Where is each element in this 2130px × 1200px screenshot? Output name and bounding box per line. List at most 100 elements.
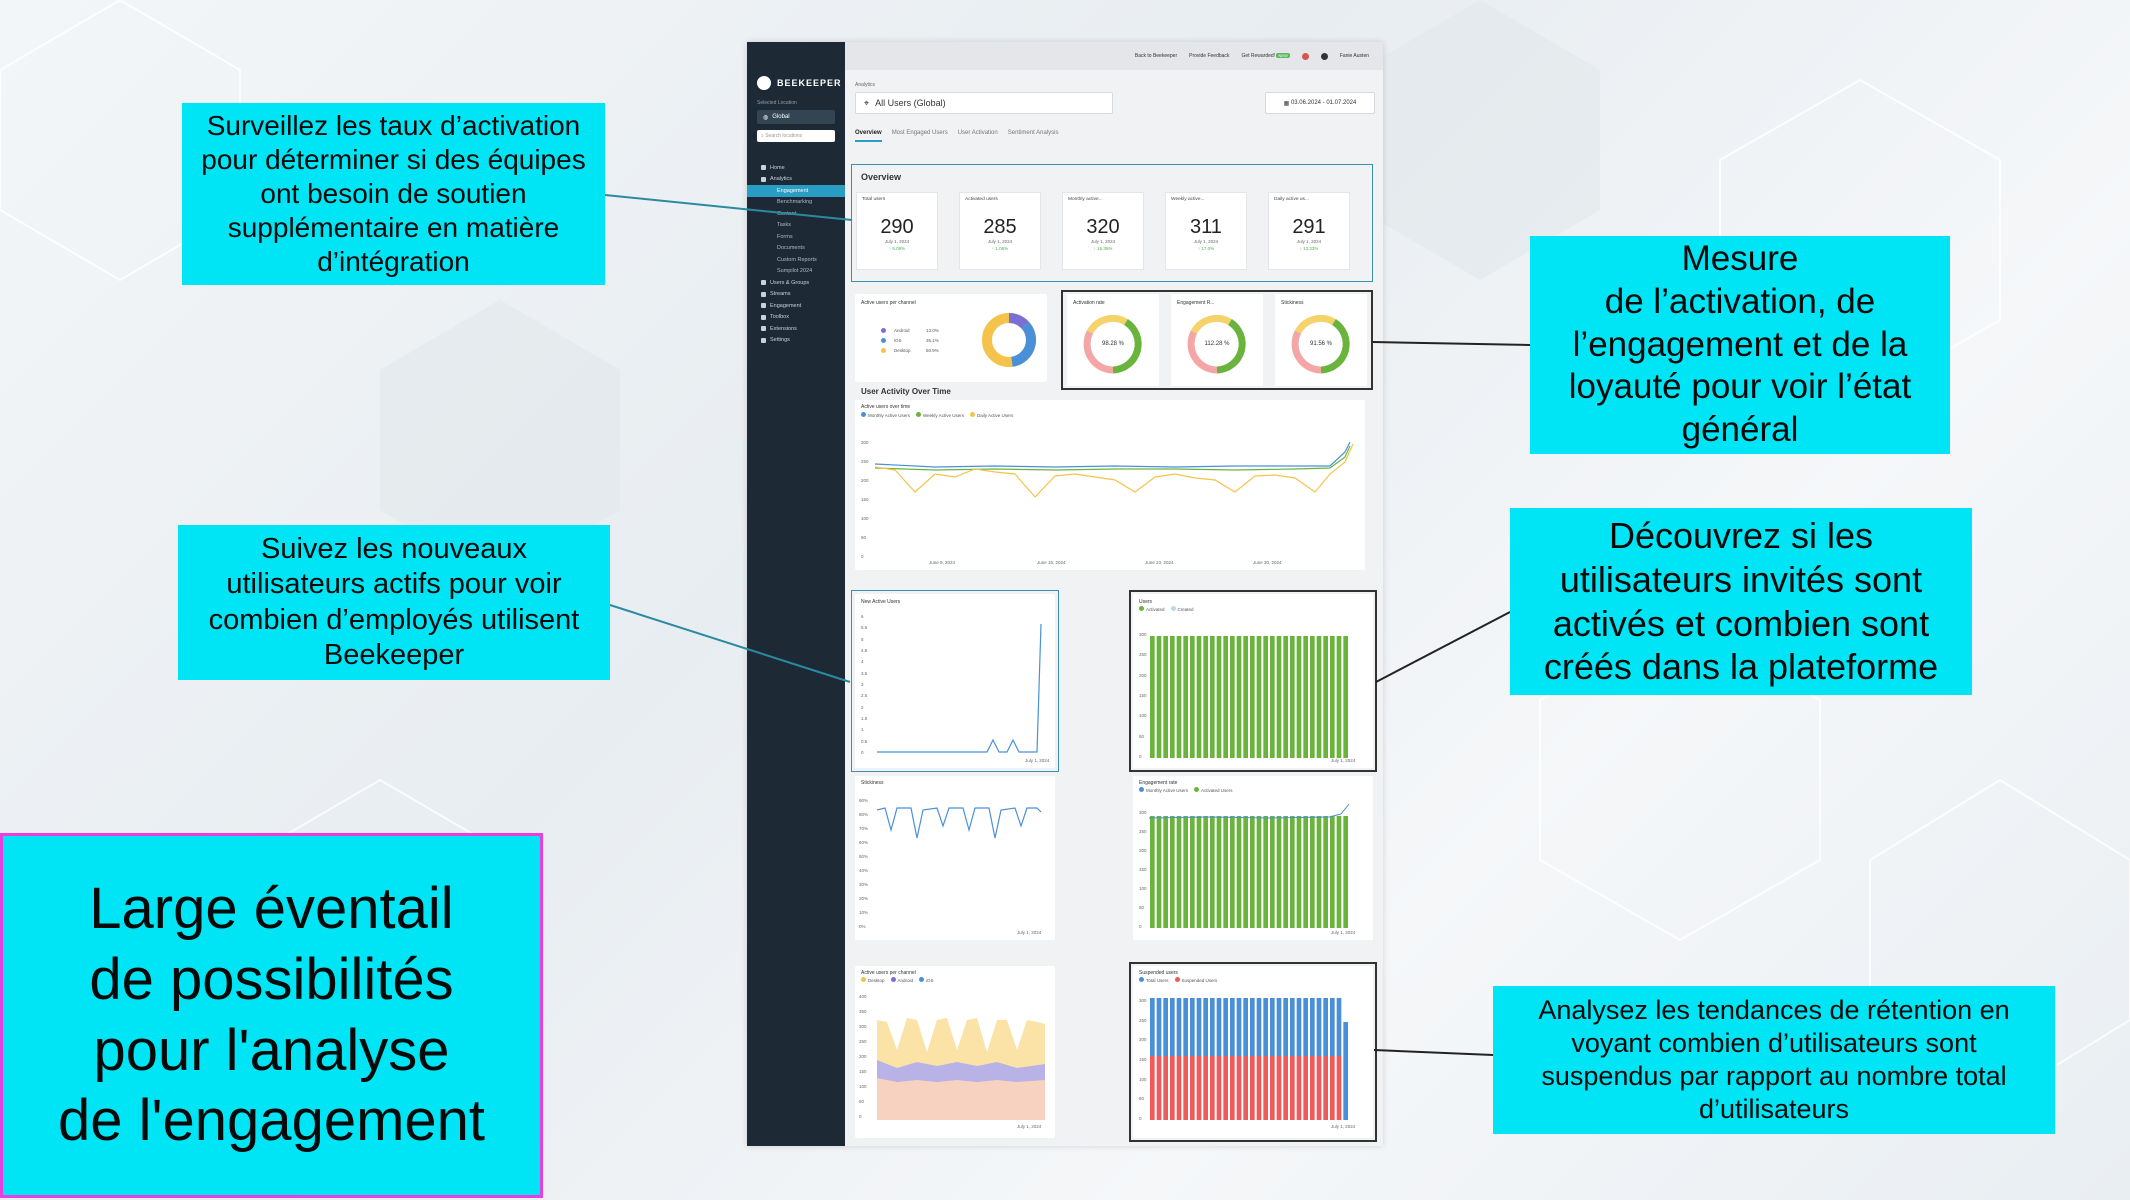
user-filter-select[interactable]: ⌖All Users (Global) [855,92,1113,114]
legend-label: Suspended Users [1181,978,1218,983]
new-active-x-label: July 1, 2024 [1025,758,1050,763]
notification-icon[interactable] [1301,52,1309,60]
sidebar-item-engagement[interactable]: Engagement [747,185,845,197]
total-users-bar [1263,998,1268,1056]
sidebar-item-label: Streams [770,291,791,298]
legend-item: Activated Users [1194,787,1233,793]
suspended-users-bar [1256,1056,1262,1120]
megaphone-icon [761,303,766,309]
date-range-picker[interactable]: ▦ 03.06.2024 - 01.07.2024 [1265,92,1375,114]
suspended-users-bar [1183,1056,1188,1120]
suspended-users-bar [1243,1056,1248,1120]
engagement-bar [1296,816,1302,928]
provide-feedback-link[interactable]: Provide Feedback [1189,53,1230,59]
tab-overview[interactable]: Overview [855,130,882,142]
sidebar-item-toolbox[interactable]: Toolbox [747,312,845,324]
suspended-users-bar [1310,1056,1315,1120]
engagement-bar [1156,816,1162,928]
sidebar-item-settings[interactable]: Settings [747,335,845,347]
sidebar-item-benchmarking[interactable]: Benchmarking [747,197,845,209]
total-users-bar [1170,998,1175,1056]
channel-name: Desktop [894,348,911,353]
donut-segment-android [982,313,1036,367]
user-menu[interactable]: Fanie Austen [1339,53,1369,59]
y-tick: 50 [859,1099,865,1104]
location-selector[interactable]: ◍Global [757,110,835,124]
users-bar [1283,636,1288,758]
y-tick: 250 [1139,652,1147,658]
y-tick: 150 [1139,693,1147,698]
stickiness-panel [855,776,1055,940]
back-to-beekeeper-link[interactable]: Back to Beekeeper [1134,53,1178,59]
total-users-bar [1196,998,1202,1056]
sidebar-item-sumpilot-2024[interactable]: Sumpilot 2024 [747,266,845,278]
y-tick: 0.5 [861,738,868,744]
tab-most-engaged-users[interactable]: Most Engaged Users [891,130,948,136]
sidebar-item-analytics[interactable]: Analytics [747,174,845,186]
location-search-input[interactable]: ⌕ Search locations [757,130,835,142]
x-tick: June 9, 2024 [929,560,956,565]
area-ios [877,1078,1045,1120]
sidebar-item-engagement[interactable]: Engagement [747,300,845,312]
gauge-arc [1291,330,1322,374]
channels-x-label: July 1, 2024 [1017,1124,1042,1129]
gauge-arc [1187,330,1218,374]
sidebar-item-extensions[interactable]: Extensions [747,323,845,335]
sidebar-item-home[interactable]: Home [747,162,845,174]
tab-sentiment-analysis[interactable]: Sentiment Analysis [1007,130,1059,136]
legend-item: Weekly Active Users [916,412,964,418]
overview-highlight-frame [851,164,1373,282]
gauge-arc [1112,319,1142,374]
channel-percent: 13.0% [926,328,939,333]
users-bar [1163,636,1168,758]
sidebar-item-content[interactable]: Content [747,208,845,220]
users-x-label: July 1, 2024 [1331,758,1356,763]
y-tick: 90% [859,798,869,803]
suspended-title: Suspended users [1139,970,1178,976]
sidebar-item-documents[interactable]: Documents [747,243,845,255]
users-bar [1203,636,1208,758]
total-users-bar [1276,998,1282,1056]
legend-item: Monthly Active Users [861,412,910,418]
gauge-arc [1083,330,1114,374]
legend-item: Desktop [861,977,885,983]
suspended-users-bar [1303,1056,1308,1120]
total-users-bar [1203,998,1208,1056]
legend-label: Monthly Active Users [868,413,911,418]
total-users-bar [1190,998,1195,1056]
activity-title: User Activity Over Time [861,387,951,396]
engagement-bar [1150,816,1155,928]
engagement-bar [1276,816,1282,928]
sidebar-item-label: Engagement [777,187,809,194]
users-bar [1236,636,1242,758]
tab-user-activation[interactable]: User Activation [957,130,998,136]
gauge-arc [1216,319,1246,374]
kpi-value: 291 [1292,216,1326,238]
gauge-arc [1320,319,1350,374]
gauge-card [1067,294,1159,386]
users-bar [1190,636,1195,758]
sidebar-item-streams[interactable]: Streams [747,289,845,301]
callout-health: Mesure de l’activation, de l’engagement … [1530,236,1950,454]
sidebar-item-custom-reports[interactable]: Custom Reports [747,254,845,266]
sidebar-item-tasks[interactable]: Tasks [747,220,845,232]
channel-panel [855,294,1047,382]
toolbox-icon [761,314,766,320]
total-users-bar [1156,998,1162,1056]
y-tick: 100 [1139,713,1147,719]
stickiness-x-label: July 1, 2024 [1017,930,1042,935]
sidebar-item-forms[interactable]: Forms [747,231,845,243]
y-tick: 150 [859,1069,867,1074]
y-tick: 50 [861,535,867,540]
total-users-bar [1176,998,1182,1056]
users-bar [1336,636,1342,758]
y-tick: 100 [861,516,869,521]
get-rewarded-link[interactable]: Get Rewarded! NEW [1241,53,1290,59]
legend-dot [919,977,925,982]
selected-location-label: Selected Location [757,100,797,106]
sidebar-item-users-groups[interactable]: Users & Groups [747,277,845,289]
help-icon[interactable] [1320,52,1328,60]
sidebar-item-label: Extensions [770,325,797,332]
